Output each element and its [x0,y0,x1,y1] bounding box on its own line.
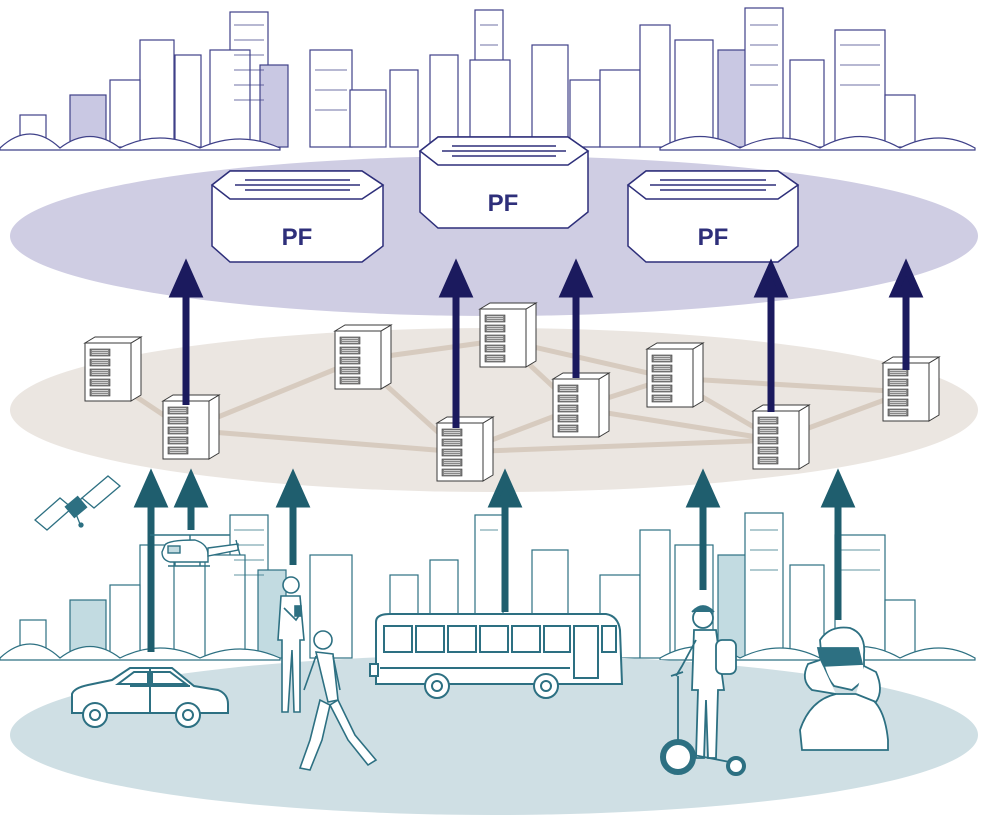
server-rack-icon [551,372,611,438]
lower-arrows [133,468,856,652]
server-rack-icon [83,336,143,402]
helicopter-icon [150,534,241,567]
car-icon [71,667,229,728]
bus-icon [369,613,624,699]
server-rack-icon [435,416,495,482]
server-rack-icon [751,404,811,470]
top-city-skyline [0,7,976,151]
pf-label-1: PF [282,224,313,251]
bottom-city-windows [234,529,880,576]
edge-servers [83,302,941,482]
server-rack-icon [881,356,941,422]
person-with-phone-icon [277,576,305,713]
walking-person-icon [298,630,378,771]
pf-node-1: PF [210,170,385,263]
server-rack-icon [478,302,538,368]
middle-layer-plane [10,328,978,492]
scooter-rider-icon [660,605,746,776]
upper-arrows [168,258,924,428]
pf-node-3: PF [626,170,800,263]
vr-headset-user-icon [799,626,889,751]
server-rack-icon [161,394,221,460]
top-city-windows [234,24,880,111]
server-rack-icon [645,342,705,408]
server-rack-icon [333,324,393,390]
pf-node-2: PF [418,136,590,229]
satellite-icon [34,475,122,531]
pf-label-3: PF [698,224,729,251]
pf-label-2: PF [488,190,519,217]
